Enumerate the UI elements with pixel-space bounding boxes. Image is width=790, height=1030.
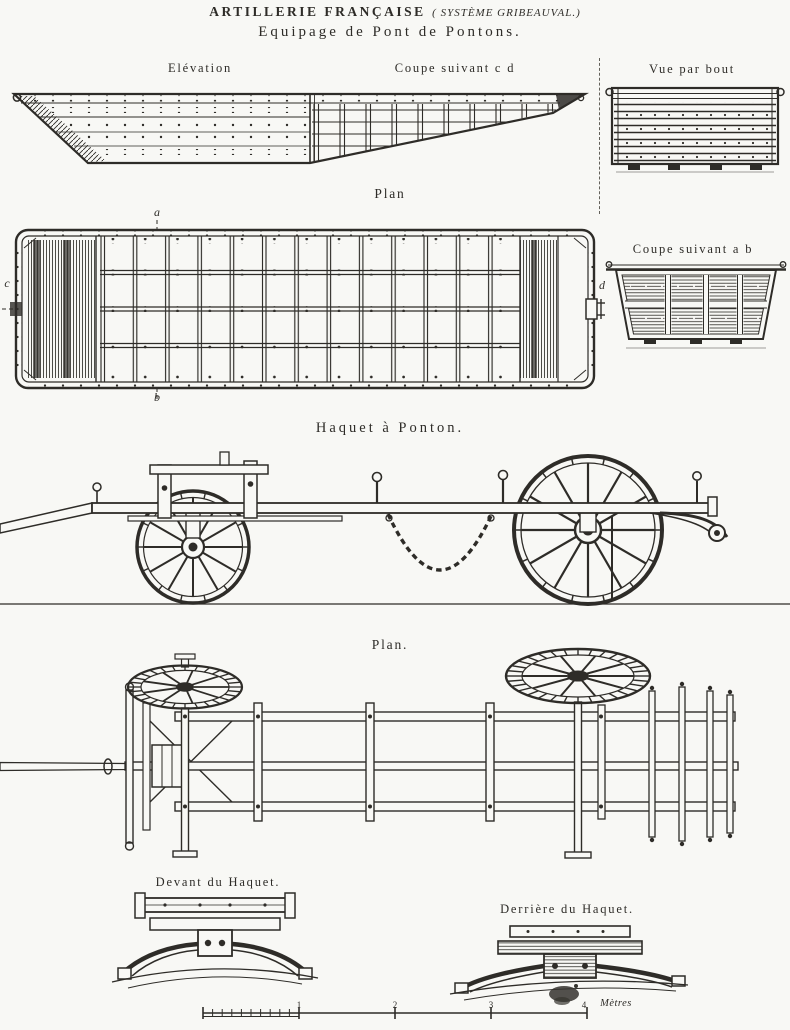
marker-a: a: [154, 205, 160, 219]
front-wheel-plan: [126, 664, 244, 710]
perch: [124, 761, 739, 771]
side-rail-top: [174, 711, 736, 722]
end-view-box: [605, 86, 785, 173]
crossbar: [253, 702, 263, 822]
scale-tick-3: 3: [488, 1000, 494, 1010]
lower-bar: [127, 515, 343, 522]
main-beam: [91, 502, 713, 514]
pole-plan: [0, 761, 126, 772]
devant-label: Devant du Haquet.: [155, 875, 281, 889]
section-ab-box: [605, 261, 787, 349]
front-axle-block: [185, 509, 201, 539]
winch-mechanism: [149, 451, 269, 519]
page-subtitle: Equipage de Pont de Pontons.: [258, 24, 522, 40]
haquet-title: Haquet à Ponton.: [315, 420, 465, 436]
front-wheel: [135, 489, 251, 605]
pole-ring: [92, 482, 102, 492]
pole-ring-plan: [103, 758, 113, 775]
front-axle-plan: [172, 653, 198, 858]
center-block: [197, 929, 233, 957]
axle-arm-left: [122, 941, 199, 974]
axle-arm-right: [595, 963, 679, 985]
base-curve: [449, 980, 689, 995]
derriere-label: Derrière du Haquet.: [500, 902, 634, 916]
ponton-elevation-drawing: [11, 92, 590, 165]
front-wheel-spokes: [143, 497, 243, 597]
marker-c: c: [4, 276, 10, 290]
elevation-label: Elévation: [167, 61, 233, 75]
crossbar: [485, 702, 495, 822]
haquet-plan-drawing: [0, 647, 739, 859]
axle-arm-left: [460, 963, 545, 990]
rear-axle-plan: [564, 701, 592, 859]
mid-bar: [149, 917, 281, 931]
scale-tick-2: 2: [392, 1000, 398, 1010]
section-divider-dashed: [599, 58, 600, 214]
scale-tick-1: 1: [296, 1000, 302, 1010]
ponton-plan-label: Plan: [374, 186, 406, 201]
crossbar: [365, 702, 375, 822]
coupe-cd-label: Coupe suivant c d: [394, 61, 516, 75]
marker-d: d: [599, 278, 605, 292]
scale-unit-label: Mètres: [600, 998, 632, 1009]
coupe-ab-label: Coupe suivant a b: [632, 242, 754, 256]
title-paren: ( SYSTÈME GRIBEAUVAL.): [432, 7, 581, 19]
axle-arm-right: [231, 941, 308, 974]
haquet-side-drawing: [0, 451, 790, 606]
frame-bolts: [183, 714, 603, 809]
chain: [385, 513, 495, 572]
crossbar: [597, 704, 606, 820]
haquet-rear-drawing: [449, 925, 689, 1005]
side-rail-bottom: [174, 801, 736, 812]
ponton-section-ab-drawing: [605, 261, 787, 349]
rear-wide-bar: [497, 940, 643, 955]
title-main: ARTILLERIE FRANÇAISE: [209, 4, 426, 19]
scale-tick-4: 4: [581, 1000, 587, 1010]
scale-bar: [202, 1007, 588, 1019]
rear-arm: [649, 470, 729, 542]
eye-bolts: [371, 469, 509, 503]
vue-par-bout-label: Vue par bout: [648, 62, 736, 76]
ponton-side-hull: [11, 92, 590, 165]
base-curve: [111, 968, 319, 983]
rear-rack-bars: [648, 681, 734, 847]
page-title: ARTILLERIE FRANÇAISE ( SYSTÈME GRIBEAUVA…: [0, 3, 790, 21]
ink-smudge: [549, 984, 579, 1005]
rear-wheel-plan: [504, 647, 652, 705]
haquet-plan-label: Plan.: [371, 637, 409, 652]
ponton-plan-hull: [2, 220, 605, 400]
haquet-front-drawing: [111, 892, 319, 989]
pole: [0, 502, 93, 534]
beam-end-cap: [707, 496, 718, 517]
rear-wheel-felloes: [514, 457, 662, 603]
ponton-plan-drawing: [2, 220, 605, 400]
rear-center-block: [543, 953, 597, 979]
ponton-end-view-drawing: [605, 86, 785, 173]
rear-top-bar: [509, 925, 631, 938]
front-pivot-block: [151, 744, 183, 788]
